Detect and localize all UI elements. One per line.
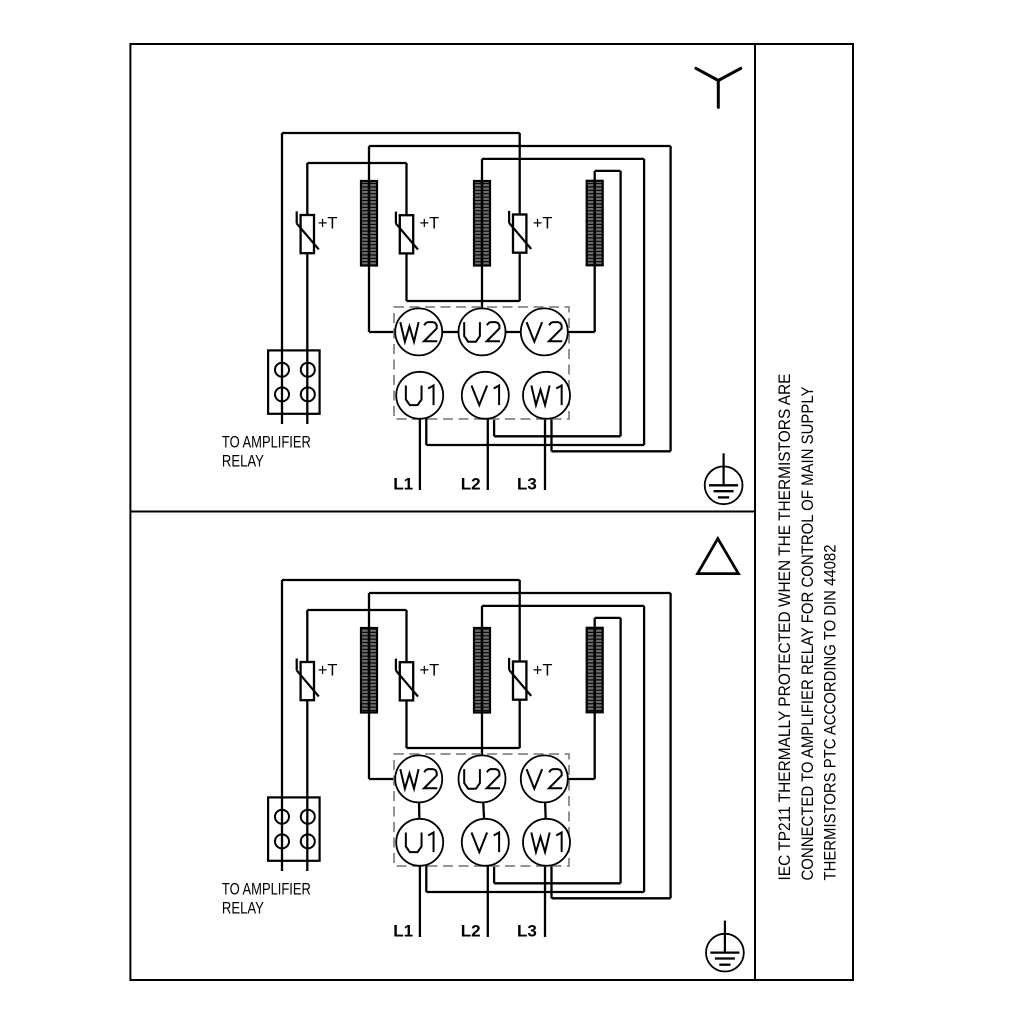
svg-text:L1: L1 <box>393 475 413 494</box>
svg-text:TO AMPLIFIER: TO AMPLIFIER <box>222 433 311 451</box>
svg-text:TO AMPLIFIER: TO AMPLIFIER <box>222 880 311 898</box>
svg-text:+T: +T <box>420 215 440 233</box>
svg-text:L3: L3 <box>517 922 537 941</box>
svg-text:+T: +T <box>318 215 338 233</box>
svg-text:L1: L1 <box>393 922 413 941</box>
svg-text:THERMISTORS PTC ACCORDING TO D: THERMISTORS PTC ACCORDING TO DIN 44082 <box>821 545 840 881</box>
svg-text:IEC TP211 THERMALLY PROTECTED: IEC TP211 THERMALLY PROTECTED WHEN THE T… <box>775 374 794 881</box>
svg-text:CONNECTED TO AMPLIFIER RELAY F: CONNECTED TO AMPLIFIER RELAY FOR CONTROL… <box>798 386 817 880</box>
svg-text:RELAY: RELAY <box>222 900 264 918</box>
svg-text:L2: L2 <box>461 922 481 941</box>
svg-text:RELAY: RELAY <box>222 453 264 471</box>
svg-text:+T: +T <box>318 662 338 680</box>
svg-text:+T: +T <box>420 662 440 680</box>
svg-text:L2: L2 <box>461 475 481 494</box>
svg-text:+T: +T <box>533 215 553 233</box>
svg-text:L3: L3 <box>517 475 537 494</box>
svg-text:+T: +T <box>533 662 553 680</box>
